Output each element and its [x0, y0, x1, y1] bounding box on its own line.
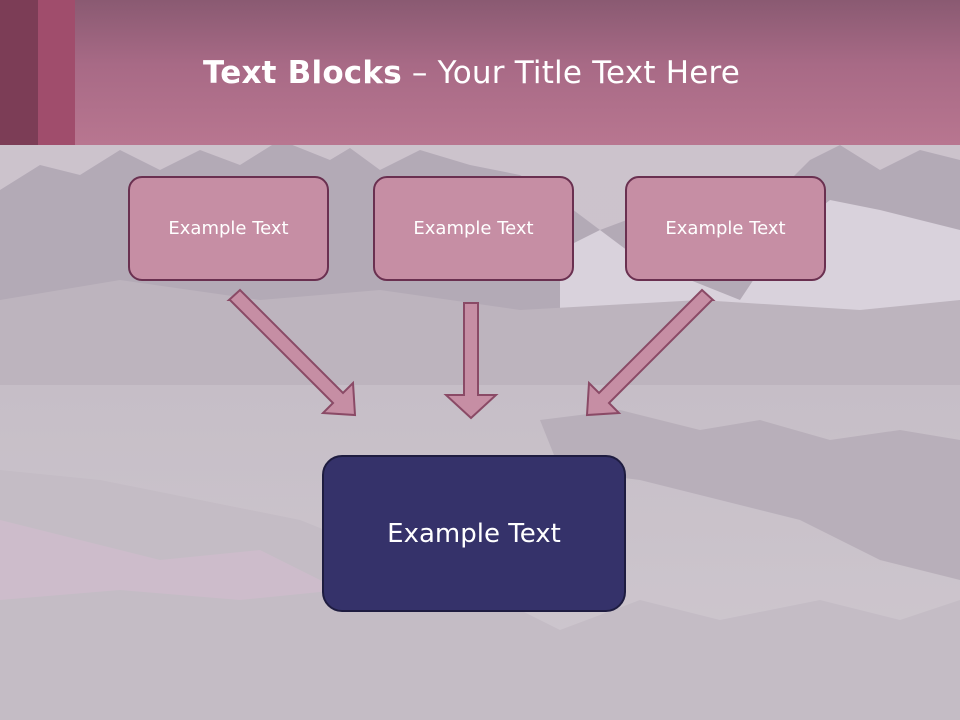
header-bar: [0, 0, 960, 145]
text-block-2[interactable]: Example Text: [373, 176, 574, 281]
title-bold: Text Blocks: [203, 55, 402, 91]
text-block-1[interactable]: Example Text: [128, 176, 329, 281]
text-block-1-label: Example Text: [168, 218, 289, 239]
arrow-center-down: [443, 302, 499, 420]
slide-title: Text Blocks – Your Title Text Here: [203, 55, 740, 91]
title-rest: Your Title Text Here: [437, 55, 741, 91]
header-stripe-mid: [38, 0, 75, 145]
text-block-2-label: Example Text: [413, 218, 534, 239]
text-block-3-label: Example Text: [665, 218, 786, 239]
header-stripe-dark: [0, 0, 38, 145]
title-dash: –: [401, 55, 438, 91]
main-text-block[interactable]: Example Text: [322, 455, 626, 612]
text-block-3[interactable]: Example Text: [625, 176, 826, 281]
arrow-left-diagonal: [226, 288, 357, 417]
arrow-right-diagonal: [585, 288, 716, 417]
main-text-block-label: Example Text: [387, 518, 561, 549]
